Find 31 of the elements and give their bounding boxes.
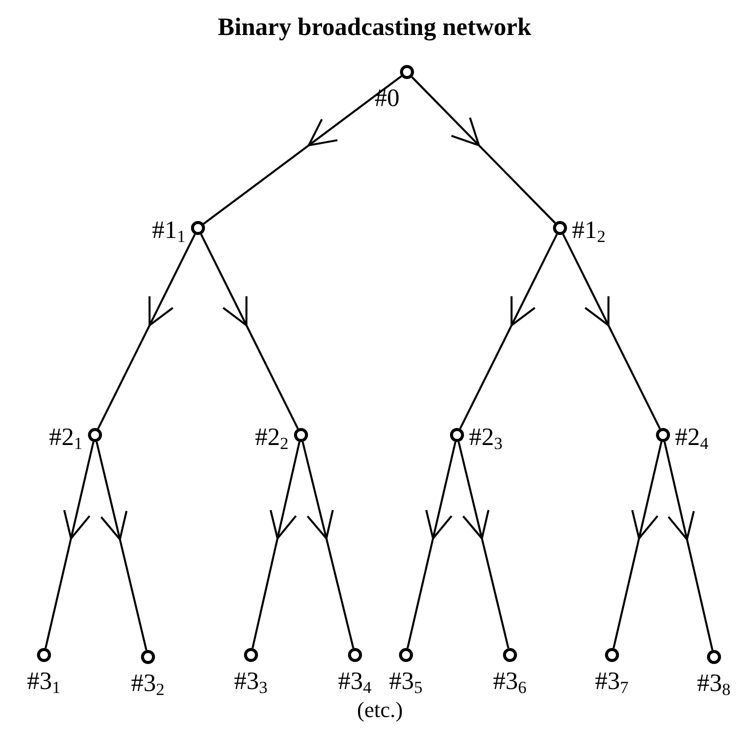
node-label: #3$_{8}$ — [697, 671, 730, 698]
node-label: #2$_{3}$ — [469, 424, 502, 452]
arrow — [459, 234, 558, 430]
arrow — [302, 442, 354, 648]
arrow — [562, 234, 661, 430]
node-label: #2$_{2}$ — [255, 424, 288, 452]
arrow — [97, 234, 196, 430]
node-label: #2$_{1}$ — [49, 424, 82, 452]
node-label: #3$_{6}$ — [493, 669, 526, 696]
node-label: #3$_{1}$ — [27, 669, 60, 696]
node-label: #2$_{4}$ — [675, 424, 708, 452]
arrow — [406, 442, 456, 648]
node-label: #3$_{2}$ — [131, 671, 164, 698]
note-text: (etc.) — [357, 697, 403, 723]
arrow — [458, 442, 510, 648]
node-label: #3$_{3}$ — [234, 669, 268, 696]
arrow — [44, 442, 94, 648]
arrow — [612, 442, 662, 648]
node-label: #3$_{7}$ — [595, 669, 628, 696]
arrow — [411, 76, 556, 224]
arrow — [252, 442, 300, 648]
arrow — [96, 442, 148, 650]
arrow — [203, 75, 402, 225]
arrow — [200, 234, 299, 430]
node-label: #1$_{2}$ — [572, 218, 606, 244]
arrow — [664, 442, 714, 650]
node-label: #3$_{4}$ — [338, 669, 372, 696]
node-label: #0 — [374, 86, 400, 111]
node-label: #1$_{1}$ — [152, 218, 186, 244]
node-label: #3$_{5}$ — [389, 669, 422, 696]
diagram-title: Binary broadcasting network — [216, 14, 532, 42]
